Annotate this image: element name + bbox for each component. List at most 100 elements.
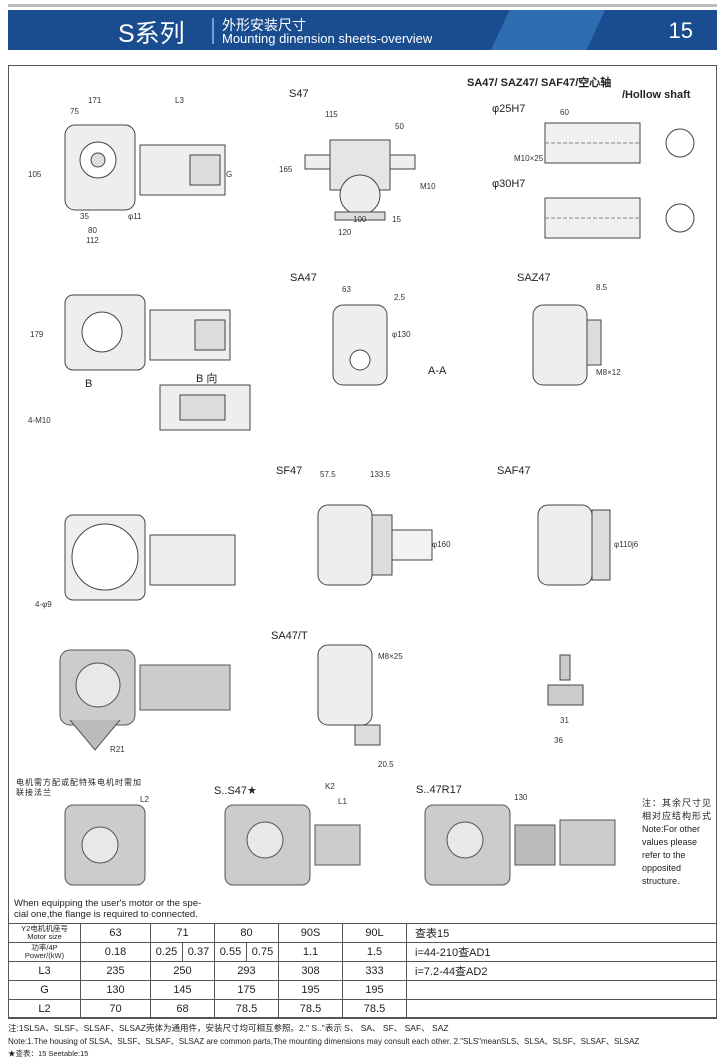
dim: R21: [110, 745, 125, 754]
dim: 57.5: [320, 470, 336, 479]
cell: 333: [342, 961, 407, 981]
footnote-star: ★查表：15 Seetable:15: [8, 1049, 89, 1058]
row-label: G: [8, 980, 81, 1000]
footnote-en: Note:1.The housing of SLSA、SLSF、SLSAF、SL…: [8, 1037, 640, 1046]
dim: φ130: [392, 330, 411, 339]
cell: 195: [342, 980, 407, 1000]
dim: 36: [554, 736, 563, 745]
drawing-title-saf47: SAF47: [497, 465, 531, 477]
cell: 235: [80, 961, 151, 981]
hollow-shaft-drawing-30: [544, 197, 695, 239]
page-number: 15: [668, 18, 693, 43]
row-label: L2: [8, 999, 81, 1019]
cell: 308: [278, 961, 343, 981]
dim: 165: [279, 165, 293, 174]
right-note: 注：其余尺寸见相对应结构形式 Note:For other values ple…: [642, 797, 712, 888]
dim: 179: [30, 330, 44, 339]
dim: M8×12: [596, 368, 621, 377]
cell: 78.5: [278, 999, 343, 1019]
right-note-en: Note:For other values please refer to th…: [642, 824, 701, 886]
cell: 90S: [278, 923, 343, 943]
gearbox-drawing-saz47: [532, 304, 602, 386]
flange-note-cn: 电机需方配或配特殊电机时需加联接法兰: [16, 778, 142, 797]
dim: 15: [392, 215, 401, 224]
drawing-title-hollow: SA47/ SAZ47/ SAF47/空心轴: [467, 77, 612, 89]
flange-note-line: When equipping the user's motor or the s…: [14, 898, 202, 909]
drawing-title-s47: S47: [289, 88, 309, 100]
dim: M10×25: [514, 154, 544, 163]
drawing-title-sf47: SF47: [276, 465, 303, 477]
cell: 0.18: [80, 942, 151, 962]
dim: 75: [70, 107, 79, 116]
gearbox-drawing-sa47t: [317, 644, 381, 746]
gearbox-drawing-s: [64, 124, 226, 211]
dim: 4-M10: [28, 416, 51, 425]
cell: [406, 999, 717, 1019]
b-view-drawing: [159, 384, 251, 431]
b-arrow-label: B: [85, 378, 93, 390]
drawing-title-sa47t: SA47/T: [271, 630, 308, 642]
cell: 90L: [342, 923, 407, 943]
gearbox-drawing-sf: [64, 514, 236, 601]
dim: L3: [175, 96, 184, 105]
dim: M8×25: [378, 652, 403, 661]
dim: 31: [560, 716, 569, 725]
dim: 133.5: [370, 470, 391, 479]
dim: φ160: [432, 540, 451, 549]
cell: i=44-210查AD1: [406, 942, 717, 962]
gearbox-photo-s-47r17: [424, 804, 616, 886]
series-title: S系列: [118, 20, 185, 48]
dim: 112: [86, 236, 99, 245]
dim: 8.5: [596, 283, 608, 292]
footnote-cn: 注:1SLSA、SLSF、SLSAF、SLSAZ壳体为通用件，安装尺寸均可相互参…: [8, 1023, 449, 1033]
drawing-title-s-s47: S..S47★: [214, 785, 257, 797]
bore-30: φ30H7: [492, 178, 526, 190]
cell: [406, 980, 717, 1000]
gearbox-drawing-sa47: [332, 304, 388, 386]
title-en: Mounting dinension sheets-overview: [222, 31, 433, 46]
cell: 175: [214, 980, 279, 1000]
page-header: S系列 外形安装尺寸 Mounting dinension sheets-ove…: [8, 10, 717, 50]
drawing-title-hollow-en: /Hollow shaft: [622, 89, 691, 101]
dim: 35: [80, 212, 89, 221]
gearbox-drawing-sa: [64, 294, 231, 371]
dim: 130: [514, 793, 528, 802]
dim: L1: [338, 797, 347, 806]
drawing-title-sa47: SA47: [290, 272, 317, 284]
row-label: L3: [8, 961, 81, 981]
gearbox-photo-s-s47: [224, 804, 361, 886]
cell: 293: [214, 961, 279, 981]
torque-arm-detail: [547, 654, 584, 706]
cell: 1.1: [278, 942, 343, 962]
section-aa-label: A-A: [428, 365, 447, 377]
drawing-title-saz47: SAZ47: [517, 272, 551, 284]
header-divider: [212, 18, 214, 44]
dim: 63: [342, 285, 351, 294]
cell: 查表15: [406, 923, 717, 943]
dim: 100: [353, 215, 367, 224]
dim: M10: [420, 182, 436, 191]
dim: L2: [140, 795, 149, 804]
dim: 20.5: [378, 760, 394, 769]
cell: 250: [150, 961, 215, 981]
dim: 171: [88, 96, 102, 105]
dim: 60: [560, 108, 569, 117]
dim: K2: [325, 782, 335, 791]
cell: 71: [150, 923, 215, 943]
dim: 50: [395, 122, 404, 131]
dim: 4-φ9: [35, 600, 52, 609]
dim: 80: [88, 226, 97, 235]
cell: 78.5: [342, 999, 407, 1019]
cell: i=7.2-44查AD2: [406, 961, 717, 981]
hollow-shaft-drawing-25: [544, 122, 695, 164]
dim: φ11: [128, 212, 142, 221]
dim: 115: [325, 110, 338, 119]
cell: 80: [214, 923, 279, 943]
cell: 145: [150, 980, 215, 1000]
